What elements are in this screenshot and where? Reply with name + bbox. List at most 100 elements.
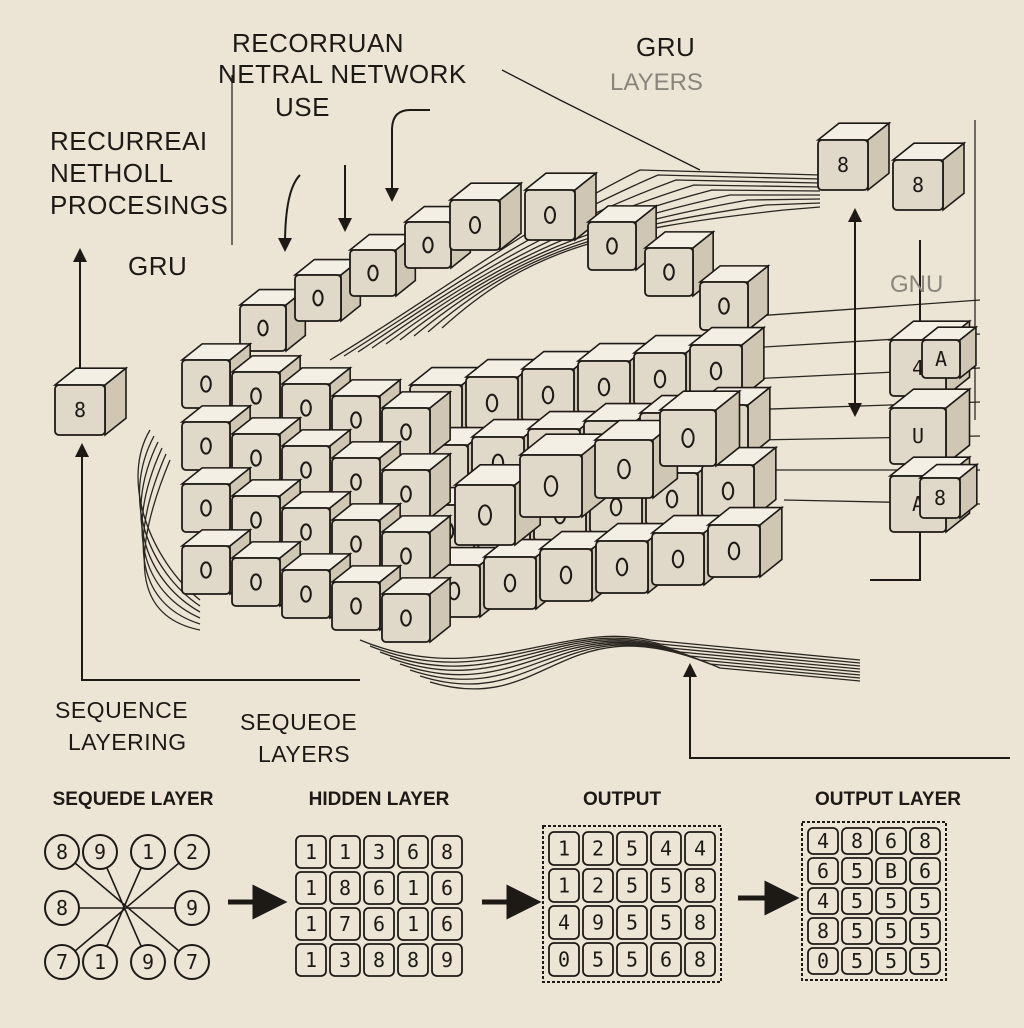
cube-front-large [657,389,742,468]
grid-cell [909,917,941,945]
cube-back [522,171,599,242]
grid-cell-value: 8 [339,876,351,900]
wire [389,640,861,671]
grid-cell [295,871,327,905]
layers-faint-label: LAYERS [610,69,703,96]
wire [329,169,821,361]
grid-cell-value: 6 [817,859,829,883]
flow-lines [73,69,1010,759]
grid-cell [548,942,580,977]
grid-cell-value: 6 [919,859,931,883]
grid-cell-value: 5 [851,949,863,973]
grid-cell [684,831,716,866]
grid-cell-value: 1 [305,840,317,864]
wire [369,637,861,664]
grid-cell [909,887,941,915]
cube-mark [300,399,312,417]
grid-cell-value: 8 [373,948,385,972]
grid-cell [684,868,716,903]
grid-cell-value: 6 [441,912,453,936]
bottom-panel-title: OUTPUT [583,789,662,810]
grid-cell [329,907,361,941]
graph-node-value: 8 [56,840,68,864]
graph-node [130,944,166,980]
cube-front-face [294,274,342,322]
grid-cell-value: 7 [339,912,351,936]
graph-node [44,944,80,980]
grid-cell-value: 1 [339,840,351,864]
grid-cell [807,887,839,915]
cube-digit: U [912,424,924,448]
cube-front-face [331,581,381,631]
cube-digit: A [935,347,947,371]
grid-cell [363,943,395,977]
cube-front-face [231,557,281,607]
grid-cell [582,942,614,977]
cube-mark [617,458,631,480]
grid-cell-value: 5 [919,889,931,913]
wire [399,641,861,676]
grid-cell [548,868,580,903]
cube-mid [705,505,785,579]
grid-cell [397,871,429,905]
cube-front-face [651,532,705,586]
graph-node-value: 9 [94,840,106,864]
cube-mark [681,428,695,448]
grid-cell [684,942,716,977]
grid-cell [329,871,361,905]
grid-cell [431,835,463,869]
cube-digit: 8 [912,173,924,197]
top-right-cube-b: 8 [890,141,967,212]
grid-cell [807,947,839,975]
grid-cell-value: 6 [441,876,453,900]
grid-cell [295,835,327,869]
sequence-layers-2: LAYERS [258,741,350,767]
wire [359,635,861,661]
cube-front-face [594,439,654,499]
grid-cell-value: 5 [626,874,638,898]
grid-cell-value: 1 [305,876,317,900]
label-group: RECORRUAN NETRAL NETWORK USE GRU LAYERS … [50,28,943,767]
wire [429,645,861,690]
top-feed [501,69,701,171]
grid-cell [909,827,941,855]
grid-cell [909,947,941,975]
cube-mark [250,449,262,467]
left-single-cube: 8 [52,366,129,437]
grid-cell [363,835,395,869]
grid-cell-value: 0 [558,948,570,972]
graph-node-value: 1 [94,950,106,974]
cube-block [179,171,785,644]
graph-node-value: 7 [56,950,68,974]
cube-back [447,181,524,252]
grid-cell-value: 5 [851,889,863,913]
title-line-2: NETRAL NETWORK [218,59,467,89]
processing-line-1: RECURREAI [50,126,208,156]
grid-frame [542,825,722,983]
grid-cell-value: 4 [817,889,829,913]
grid-cell-value: 5 [851,919,863,943]
grid-cell [650,942,682,977]
wire [413,198,821,337]
cube-front-face [659,409,717,467]
cube-mark [606,237,618,255]
graph-node [174,944,210,980]
sequence-layering-2: LAYERING [68,729,187,755]
cube-front-face [449,199,501,251]
cube-mark [544,206,556,224]
grid-cell-value: 5 [626,948,638,972]
grid-cell [841,917,873,945]
grid-cell-value: 5 [592,948,604,972]
grid-cell-value: 5 [919,919,931,943]
cube-mark [469,216,481,234]
wire [143,459,201,631]
bottom-panel-title: OUTPUT LAYER [815,789,961,810]
cube-mark [727,541,741,561]
grid-cell [295,943,327,977]
cube-mark [709,361,723,381]
cube-mark [312,289,324,307]
